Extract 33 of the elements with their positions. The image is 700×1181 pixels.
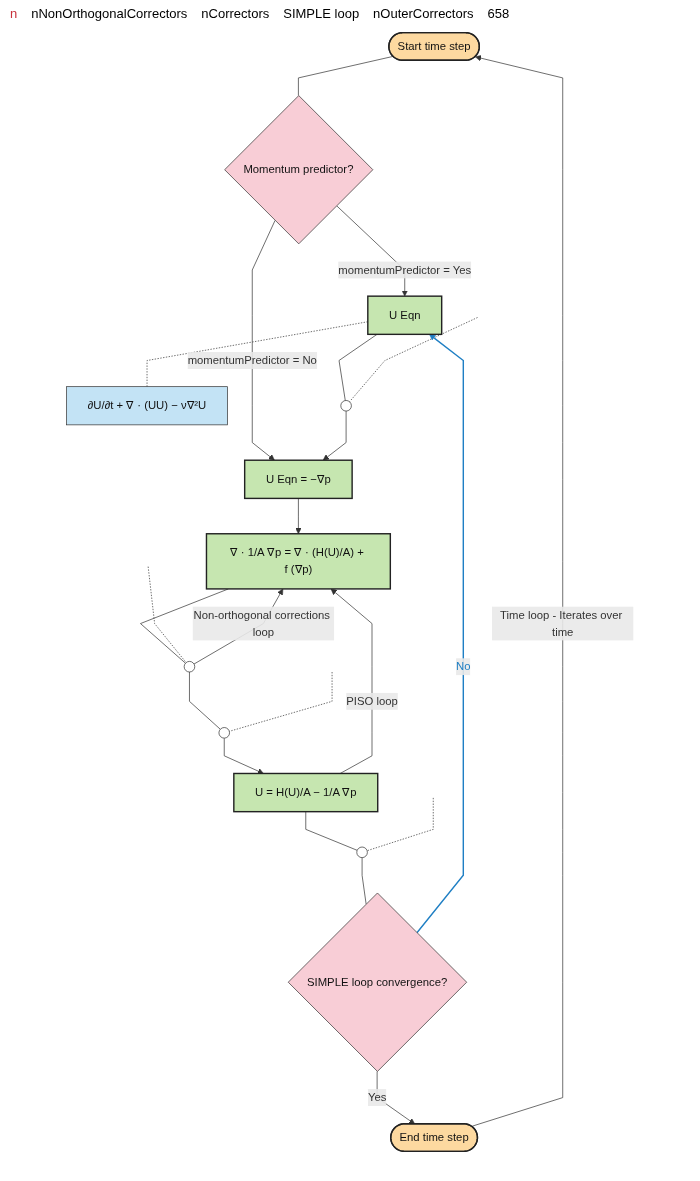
edge-label: Time loop - Iterates over time [500, 608, 623, 638]
note-label: SIMPLE loop [283, 6, 360, 21]
edge-label: momentumPredictor = Yes [338, 263, 472, 276]
edge-label: Non-orthogonal corrections loop [193, 608, 331, 638]
connector [361, 857, 367, 905]
connector [147, 566, 187, 663]
edge-label: momentumPredictor = No [187, 354, 317, 367]
node-diamond: Momentum predictor? [224, 95, 374, 245]
connector [298, 56, 394, 96]
node-box: U Eqn = −∇p [243, 459, 353, 500]
connector [349, 317, 478, 403]
node-diamond: SIMPLE loop convergence? [287, 892, 468, 1072]
node-circle [218, 727, 230, 739]
note-label: nOuterCorrectors [373, 6, 474, 21]
edge-label: No [456, 660, 471, 673]
connector [305, 811, 358, 851]
note-label: n [10, 6, 18, 21]
arrow [416, 334, 464, 934]
note-label: 658 [487, 6, 510, 21]
node-box: ∇ · 1/A ∇p = ∇ · (H(U)/A) + f (∇p) [205, 533, 392, 590]
connector [338, 334, 378, 401]
node-box: U Eqn [367, 295, 443, 336]
edge-label: Yes [367, 1091, 387, 1104]
node-circle [183, 661, 196, 673]
connector [189, 671, 221, 730]
node-box: U = H(U)/A − 1/A ∇p [233, 772, 379, 813]
connector [140, 588, 229, 664]
node-circle [340, 400, 352, 412]
node-box: ∂U/∂t + ∇ · (UU) − ν∇²U [66, 386, 228, 426]
note-label: nNonOrthogonalCorrectors [31, 6, 188, 21]
edge-label: PISO loop [346, 694, 398, 708]
note-label: nCorrectors [201, 6, 270, 21]
node-circle [356, 846, 368, 858]
